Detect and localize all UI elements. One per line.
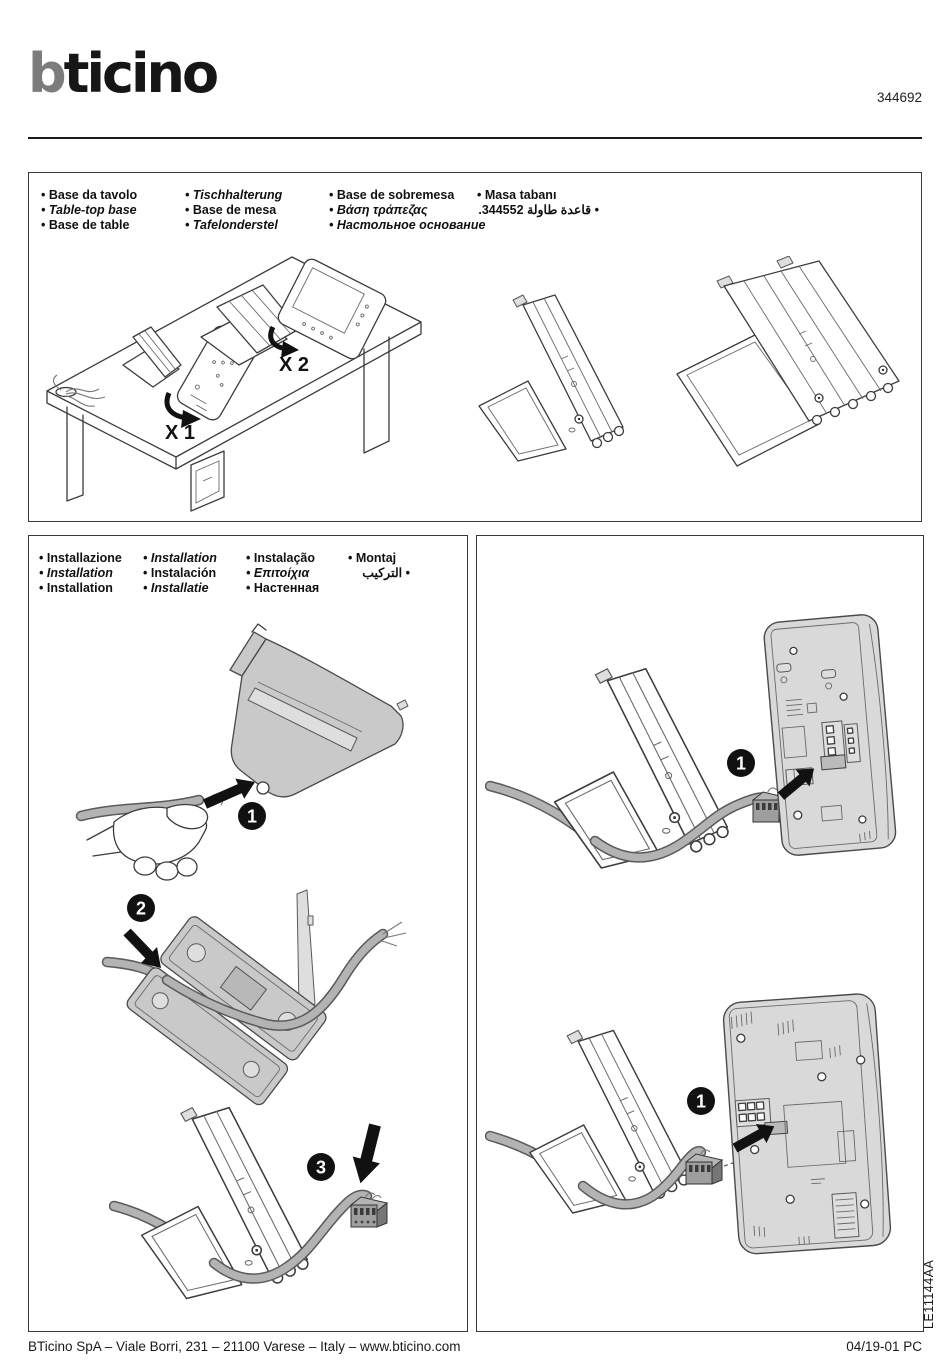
step-badge: 3 [307, 1153, 335, 1181]
monitor-back-panel [722, 993, 892, 1255]
language-label: Installation [39, 566, 122, 581]
double-base [200, 284, 300, 366]
language-column-2: Tischhalterung Base de mesa Tafelonderst… [185, 188, 282, 232]
cable [161, 921, 407, 1031]
language-label: Base de sobremesa [329, 188, 485, 203]
terminal-connector [349, 1192, 389, 1228]
svg-text:1: 1 [247, 807, 257, 827]
svg-text:1: 1 [696, 1092, 706, 1112]
connect-arrow-icon [352, 1123, 381, 1184]
language-column-1: Installazione Installation Installation [39, 551, 122, 595]
document-code: LE11144AA [922, 1259, 936, 1329]
language-label: Настольное основание [329, 218, 486, 233]
language-label: Base de table [41, 218, 137, 233]
svg-text:2: 2 [136, 899, 146, 919]
cable [208, 1189, 373, 1284]
language-label: Installation [39, 581, 122, 596]
language-label: Masa tabanı [477, 188, 599, 203]
logo-rest: ticino [63, 42, 219, 105]
language-label: Настенная [246, 581, 319, 596]
connector-slot [820, 754, 847, 771]
step-badge: 1 [727, 749, 755, 777]
plug-arrow-icon [777, 768, 815, 800]
company-address: BTicino SpA – Viale Borri, 231 – 21100 V… [28, 1339, 461, 1354]
quantity-label-x2: X 2 [279, 354, 309, 376]
cable [577, 1145, 707, 1210]
hand [86, 803, 209, 881]
single-base [122, 326, 182, 388]
language-label: Tafelonderstel [185, 218, 282, 233]
handset-back-panel [763, 614, 897, 856]
desk-cables [52, 374, 106, 407]
language-label: Table-top base [41, 203, 137, 218]
support-fin [296, 889, 316, 1009]
cable-notch [256, 781, 270, 795]
insert-arrow-icon [203, 778, 255, 809]
language-column-1: Base da tavolo Table-top base Base de ta… [41, 188, 137, 232]
logo-prefix: b [28, 42, 67, 105]
language-label: Instalação [246, 551, 319, 566]
header-rule [28, 137, 922, 139]
step1-illustration: 1 [75, 623, 409, 881]
language-label: Installation [143, 551, 217, 566]
rotate-arrow-icon [268, 325, 299, 358]
assembled-base [553, 668, 729, 869]
language-label: Montaj [348, 551, 410, 566]
language-column-2: Installation Instalación Installatie [143, 551, 217, 595]
language-column-4: Masa tabanı قاعدة طاولة 344552. [477, 188, 599, 218]
language-label: Installazione [39, 551, 122, 566]
language-column-4: Montaj التركيب [348, 551, 410, 581]
installation-box: Installazione Installation Installation … [28, 535, 468, 1332]
step2-illustration: 2 [101, 889, 407, 1106]
plug-arrow-icon [732, 1124, 775, 1153]
revision-code: 04/19-01 PC [846, 1339, 922, 1354]
monitor-device [277, 258, 387, 360]
language-label: Επιτοίχια [246, 566, 319, 581]
base-to-handset-illustration: 1 [485, 614, 897, 869]
language-label-arabic: قاعدة طاولة 344552. [477, 203, 599, 218]
language-label: Installatie [143, 581, 217, 596]
language-label-arabic: التركيب [348, 566, 410, 581]
connection-box: 1 [476, 535, 924, 1332]
cable [589, 792, 773, 863]
step-badge: 1 [238, 802, 266, 830]
language-column-3: Base de sobremesa Βάση τράπεζας Настольн… [329, 188, 486, 233]
svg-text:3: 3 [316, 1158, 326, 1178]
route-arrow-icon [123, 928, 161, 968]
language-column-3: Instalação Επιτοίχια Настенная [246, 551, 319, 595]
language-label: Tischhalterung [185, 188, 282, 203]
part-number: 344692 [876, 90, 922, 105]
language-label: Instalación [143, 566, 217, 581]
rotate-arrow-icon [164, 392, 201, 428]
step-badge: 1 [687, 1087, 715, 1115]
double-base-rear-illustration [676, 256, 900, 467]
quantity-label-x1: X 1 [165, 422, 195, 444]
svg-text:1: 1 [736, 754, 746, 774]
base-plate [229, 623, 409, 798]
base-to-monitor-illustration: 1 [485, 993, 892, 1255]
language-label: Base de mesa [185, 203, 282, 218]
terminal-connector [684, 1149, 724, 1185]
desk-scene-illustration: X 1 X 2 [46, 256, 422, 512]
step3-illustration: 3 [109, 1106, 389, 1300]
single-base-rear-illustration [478, 294, 625, 462]
step-badge: 2 [127, 894, 155, 922]
language-label: Βάση τράπεζας [329, 203, 485, 218]
product-box: Base da tavolo Table-top base Base de ta… [28, 172, 922, 522]
bticino-logo: bticino [28, 42, 219, 105]
language-label: Base da tavolo [41, 188, 137, 203]
